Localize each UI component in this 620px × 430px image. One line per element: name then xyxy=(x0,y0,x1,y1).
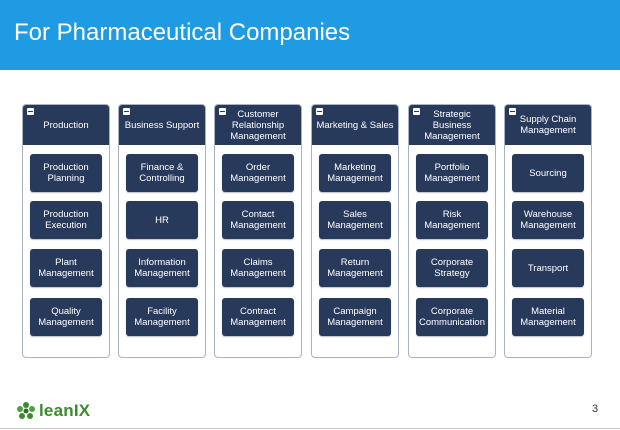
capability-card[interactable]: Information Management xyxy=(126,249,198,287)
card-label: Campaign Management xyxy=(327,306,383,328)
card-label: Contract Management xyxy=(230,306,286,328)
capability-card[interactable]: Finance & Controlling xyxy=(126,154,198,192)
column-header: Business Support xyxy=(119,105,205,145)
column-header: Strategic Business Management xyxy=(409,105,495,145)
card-label: Finance & Controlling xyxy=(139,162,185,184)
capability-card[interactable]: Warehouse Management xyxy=(512,201,584,239)
capability-card[interactable]: Material Management xyxy=(512,298,584,336)
capability-card[interactable]: Risk Management xyxy=(416,201,488,239)
card-label: Contact Management xyxy=(230,209,286,231)
capability-card[interactable]: Claims Management xyxy=(222,249,294,287)
column-header: Customer Relationship Management xyxy=(215,105,301,145)
card-label: HR xyxy=(155,214,169,226)
column-title: Production xyxy=(43,119,89,131)
capability-card[interactable]: Contract Management xyxy=(222,298,294,336)
leanix-leaf-icon xyxy=(17,402,35,419)
title-bar: For Pharmaceutical Companies xyxy=(0,0,620,70)
column-header: Supply Chain Management xyxy=(505,105,591,145)
column-supply-chain: Supply Chain Management Sourcing Warehou… xyxy=(504,104,592,358)
column-title: Customer Relationship Management xyxy=(230,108,286,142)
column-customer-relationship: Customer Relationship Management Order M… xyxy=(214,104,302,358)
capability-card[interactable]: Facility Management xyxy=(126,298,198,336)
column-title: Supply Chain Management xyxy=(519,114,577,136)
capability-card[interactable]: Contact Management xyxy=(222,201,294,239)
capability-card[interactable]: Sourcing xyxy=(512,154,584,192)
collapse-icon[interactable] xyxy=(219,108,226,115)
card-label: Information Management xyxy=(134,257,190,279)
capability-card[interactable]: Marketing Management xyxy=(319,154,391,192)
capability-card[interactable]: Transport xyxy=(512,249,584,287)
card-label: Claims Management xyxy=(230,257,286,279)
card-label: Order Management xyxy=(230,162,286,184)
card-label: Sales Management xyxy=(327,209,383,231)
card-label: Transport xyxy=(527,262,569,274)
page-number: 3 xyxy=(592,403,599,415)
column-header: Marketing & Sales xyxy=(312,105,398,145)
page-title: For Pharmaceutical Companies xyxy=(14,19,351,46)
column-title: Strategic Business Management xyxy=(424,108,480,142)
card-label: Sourcing xyxy=(529,167,567,179)
collapse-icon[interactable] xyxy=(509,108,516,115)
capability-card[interactable]: Corporate Strategy xyxy=(416,249,488,287)
collapse-icon[interactable] xyxy=(413,108,420,115)
column-strategic-business: Strategic Business Management Portfolio … xyxy=(408,104,496,358)
collapse-icon[interactable] xyxy=(316,108,323,115)
card-label: Plant Management xyxy=(38,257,94,279)
capability-card[interactable]: Portfolio Management xyxy=(416,154,488,192)
column-header: Production xyxy=(23,105,109,145)
card-label: Production Planning xyxy=(43,162,89,184)
card-label: Corporate Communication xyxy=(419,306,485,328)
leanix-logo: leanIX xyxy=(16,401,90,421)
capability-card[interactable]: HR xyxy=(126,201,198,239)
logo-text: leanIX xyxy=(39,401,91,420)
bottom-divider xyxy=(0,428,620,429)
capability-card[interactable]: Order Management xyxy=(222,154,294,192)
card-label: Corporate Strategy xyxy=(430,257,474,279)
card-label: Production Execution xyxy=(43,209,89,231)
capability-card[interactable]: Production Planning xyxy=(30,154,102,192)
capability-card[interactable]: Production Execution xyxy=(30,201,102,239)
collapse-icon[interactable] xyxy=(123,108,130,115)
card-label: Risk Management xyxy=(424,209,480,231)
column-production: Production Production Planning Productio… xyxy=(22,104,110,358)
column-title: Marketing & Sales xyxy=(316,119,394,131)
card-label: Portfolio Management xyxy=(424,162,480,184)
card-label: Warehouse Management xyxy=(520,209,576,231)
capability-card[interactable]: Sales Management xyxy=(319,201,391,239)
capability-card[interactable]: Plant Management xyxy=(30,249,102,287)
column-title: Business Support xyxy=(124,119,200,131)
card-label: Material Management xyxy=(520,306,576,328)
capability-card[interactable]: Corporate Communication xyxy=(416,298,488,336)
capability-card[interactable]: Return Management xyxy=(319,249,391,287)
card-label: Marketing Management xyxy=(327,162,383,184)
collapse-icon[interactable] xyxy=(27,108,34,115)
column-business-support: Business Support Finance & Controlling H… xyxy=(118,104,206,358)
card-label: Quality Management xyxy=(38,306,94,328)
capability-card[interactable]: Quality Management xyxy=(30,298,102,336)
column-marketing-sales: Marketing & Sales Marketing Management S… xyxy=(311,104,399,358)
card-label: Return Management xyxy=(327,257,383,279)
card-label: Facility Management xyxy=(134,306,190,328)
capability-card[interactable]: Campaign Management xyxy=(319,298,391,336)
